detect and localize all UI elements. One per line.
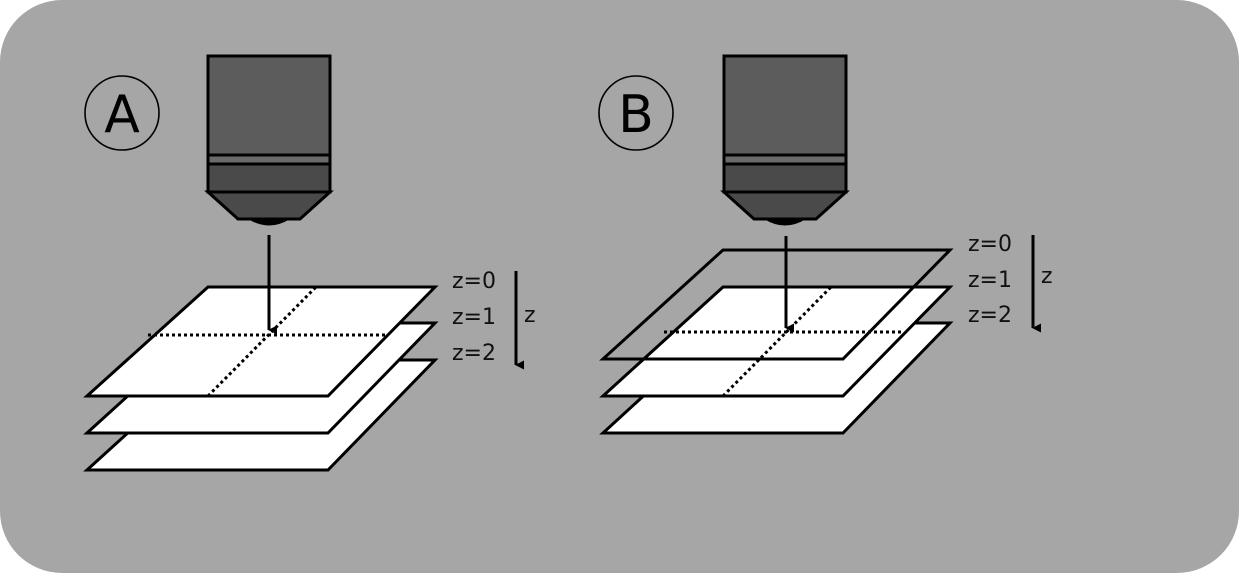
- objective-nose: [204, 190, 334, 221]
- plane-label-z0: z=0: [452, 269, 496, 294]
- badge-circle: [598, 75, 674, 151]
- badge-circle: [84, 75, 160, 151]
- objective-barrel: [722, 54, 848, 158]
- crosshair-diagonal: [721, 285, 833, 398]
- objective-lower-barrel: [722, 162, 848, 194]
- objective-tip: [764, 219, 806, 226]
- plane-z0: [599, 248, 954, 361]
- badge-a: A: [84, 75, 160, 151]
- crosshair-diagonal: [206, 285, 318, 398]
- z-axis-label-b: z: [1041, 264, 1053, 289]
- plane-label-z2: z=2: [452, 341, 496, 366]
- objective-tip: [248, 219, 290, 226]
- objective-nose: [720, 190, 850, 221]
- badge-letter: B: [618, 85, 654, 145]
- focal-planes-b: [599, 248, 954, 435]
- plane-label-z2: z=2: [968, 303, 1012, 328]
- panel-a: A z=0 z=1 z=2 z: [83, 54, 536, 472]
- objective-lower-barrel: [206, 162, 332, 194]
- plane-label-z1: z=1: [968, 268, 1012, 293]
- plane-label-z0: z=0: [968, 232, 1012, 257]
- panel-b: B z=0 z=1 z=2 z: [598, 54, 1053, 435]
- objective-barrel: [206, 54, 332, 158]
- focal-planes-a: [83, 285, 439, 472]
- plane-label-z1: z=1: [452, 305, 496, 330]
- plane-z1: [599, 285, 954, 398]
- plane-z0: [83, 285, 439, 398]
- objective-lens-a: [204, 54, 334, 226]
- z-axis-label-a: z: [524, 303, 536, 328]
- objective-lens-b: [720, 54, 850, 226]
- badge-letter: A: [104, 85, 140, 145]
- badge-b: B: [598, 75, 674, 151]
